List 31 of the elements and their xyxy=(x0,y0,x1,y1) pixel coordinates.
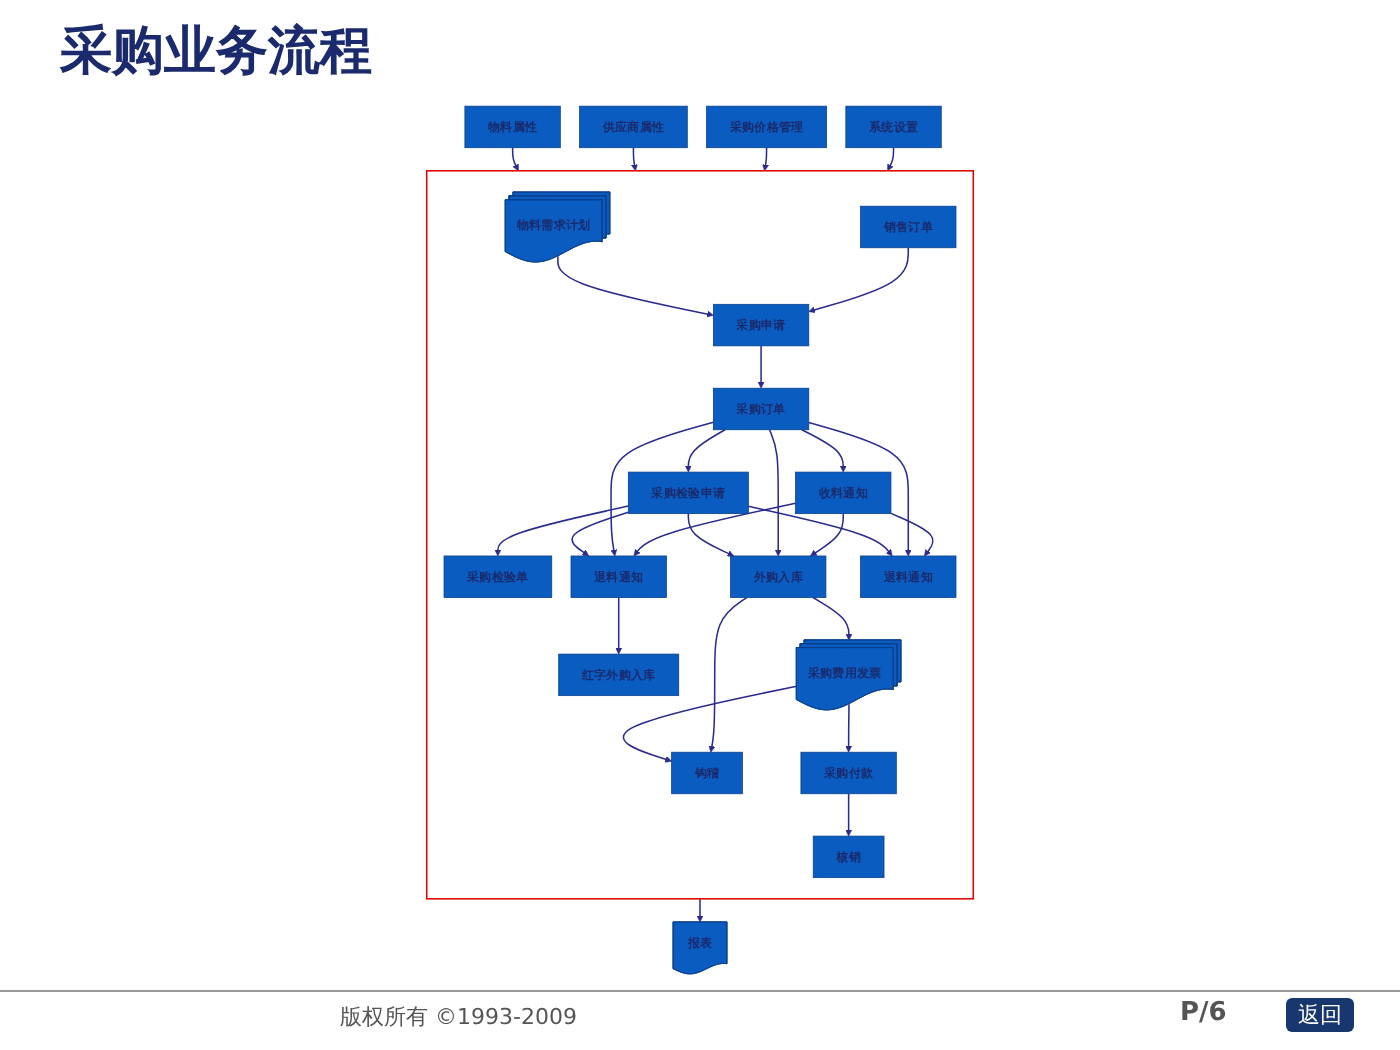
page-title: 采购业务流程 xyxy=(60,20,372,86)
arrow xyxy=(708,596,748,753)
arrow xyxy=(808,421,912,557)
arrow xyxy=(747,505,893,557)
arrow xyxy=(610,421,715,557)
arrow xyxy=(557,255,714,318)
arrow xyxy=(768,429,782,557)
arrow xyxy=(631,146,638,172)
arrow xyxy=(762,146,769,172)
arrow xyxy=(757,345,765,389)
copyright-text: 版权所有 ©1993-2009 xyxy=(340,1002,577,1032)
arrow xyxy=(808,247,910,314)
arrow xyxy=(890,512,934,557)
arrow xyxy=(511,146,519,172)
cluster xyxy=(425,170,975,900)
arrow xyxy=(845,703,852,753)
arrow xyxy=(845,793,852,837)
back-button: 返回 xyxy=(1286,998,1354,1032)
arrow xyxy=(812,596,853,641)
arrow xyxy=(810,512,844,557)
arrow xyxy=(622,685,798,763)
arrow xyxy=(615,596,623,655)
arrow xyxy=(494,505,630,557)
arrow xyxy=(571,511,630,557)
arrow xyxy=(887,146,895,172)
arrow xyxy=(801,429,847,473)
arrow xyxy=(687,512,734,557)
arrow xyxy=(696,898,704,923)
arrow xyxy=(633,502,797,557)
arrow xyxy=(684,429,726,473)
page-number: P/6 xyxy=(1180,998,1227,1028)
